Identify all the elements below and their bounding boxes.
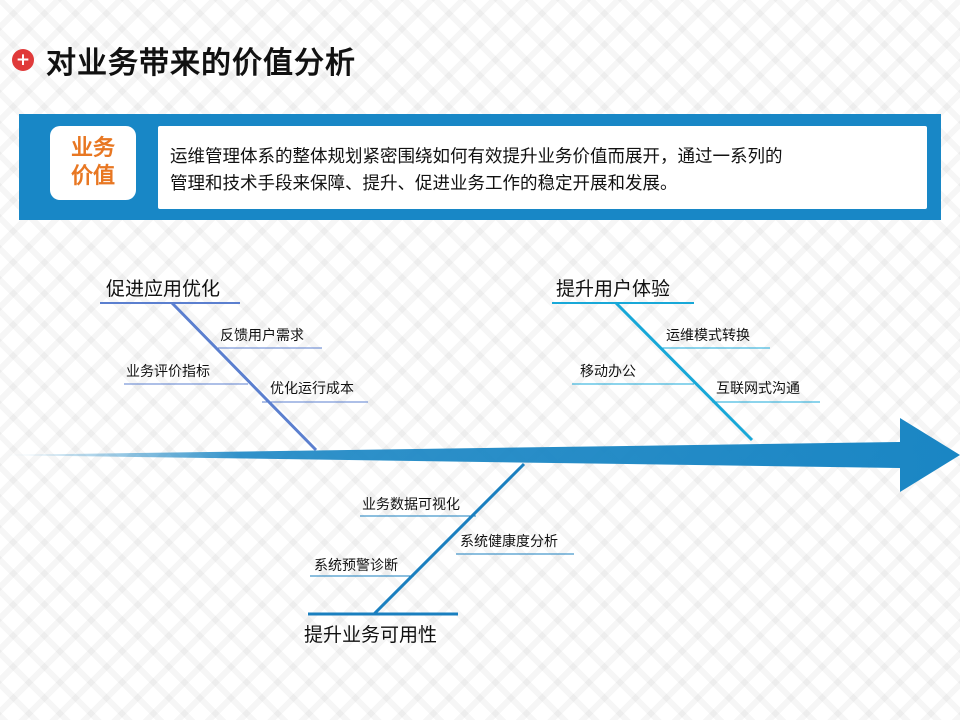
- item-business-eval-index: 业务评价指标: [126, 364, 210, 380]
- item-internet-communication: 互联网式沟通: [716, 381, 800, 397]
- item-mobile-office: 移动办公: [580, 364, 636, 380]
- page-title: 对业务带来的价值分析: [46, 46, 356, 81]
- branch-label-user-experience: 提升用户体验: [556, 278, 671, 300]
- plus-circle-icon: +: [12, 49, 34, 71]
- branch-label-business-availability: 提升业务可用性: [304, 624, 438, 646]
- badge-line-2: 价值: [70, 164, 115, 189]
- value-description: 运维管理体系的整体规划紧密围绕如何有效提升业务价值而展开，通过一系列的 管理和技…: [158, 126, 927, 209]
- item-business-data-visualization: 业务数据可视化: [362, 497, 460, 513]
- branch-top-left: [100, 301, 368, 452]
- item-system-health-analysis: 系统健康度分析: [460, 534, 558, 550]
- item-system-warning-diagnosis: 系统预警诊断: [314, 558, 398, 574]
- description-line-1: 运维管理体系的整体规划紧密围绕如何有效提升业务价值而展开，通过一系列的: [170, 147, 783, 167]
- branch-bottom: [308, 462, 574, 616]
- branch-label-app-optimization: 促进应用优化: [106, 278, 221, 300]
- item-ops-mode-transform: 运维模式转换: [666, 328, 750, 344]
- branch-top-right: [552, 301, 820, 442]
- description-line-2: 管理和技术手段来保障、提升、促进业务工作的稳定开展和发展。: [170, 174, 678, 194]
- business-value-badge: 业务 价值: [50, 126, 136, 200]
- item-feedback-user-needs: 反馈用户需求: [220, 328, 304, 344]
- badge-line-1: 业务: [70, 136, 115, 161]
- spine-arrow: [0, 418, 960, 492]
- page-header: + 对业务带来的价值分析: [12, 38, 356, 82]
- item-optimize-run-cost: 优化运行成本: [270, 381, 354, 397]
